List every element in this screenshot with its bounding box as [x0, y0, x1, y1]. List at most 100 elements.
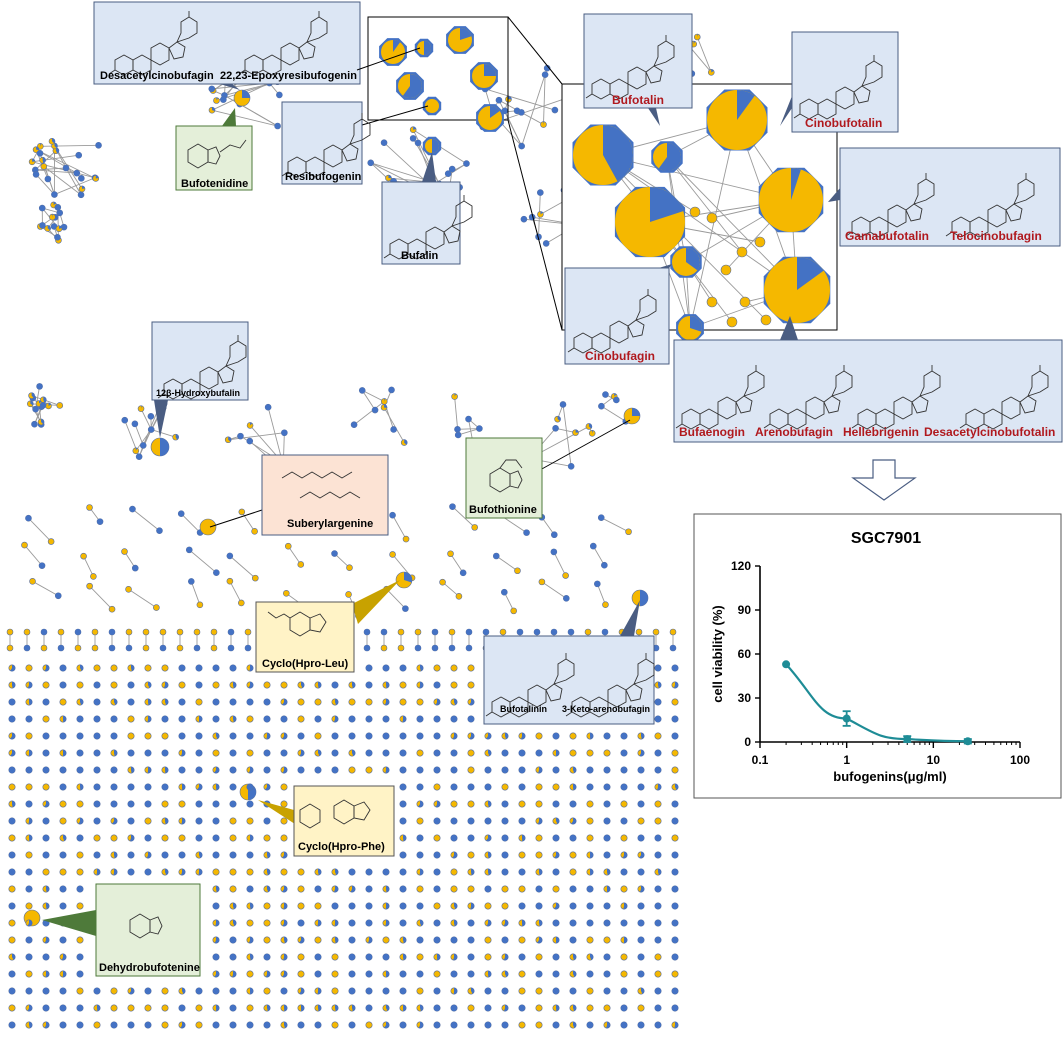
- network-node: [178, 783, 186, 791]
- network-node: [178, 1021, 186, 1029]
- network-node: [212, 902, 220, 910]
- network-node: [402, 605, 409, 612]
- network-node: [518, 936, 526, 944]
- network-node: [467, 698, 475, 706]
- network-node: [263, 715, 271, 723]
- network-node: [416, 936, 424, 944]
- network-node: [390, 426, 397, 433]
- singleton-node-grid: [6, 628, 679, 1029]
- network-node: [229, 987, 237, 995]
- network-node: [110, 749, 118, 757]
- network-node: [76, 902, 84, 910]
- network-node: [8, 783, 16, 791]
- network-node: [54, 592, 62, 600]
- network-node: [448, 165, 456, 173]
- network-node: [416, 851, 424, 859]
- network-node: [365, 953, 373, 961]
- network-node: [602, 391, 609, 398]
- network-node: [144, 868, 152, 876]
- network-node: [229, 698, 237, 706]
- network-node: [450, 715, 458, 723]
- network-node: [127, 783, 135, 791]
- network-node: [314, 885, 322, 893]
- network-node: [135, 453, 143, 460]
- network-node: [246, 885, 254, 893]
- label-desacetylcinobufagin: Desacetylcinobufagin: [100, 70, 214, 82]
- network-node: [518, 1004, 526, 1012]
- network-node: [40, 628, 48, 636]
- label-suberylargenine: Suberylargenine: [287, 518, 373, 530]
- network-node: [671, 953, 679, 961]
- network-node: [450, 868, 458, 876]
- network-node: [76, 851, 84, 859]
- network-node: [281, 429, 288, 437]
- label-keto-arenobufagin: 3-Keto-arenobufagin: [562, 704, 650, 714]
- network-node: [75, 151, 83, 159]
- network-node: [348, 1021, 356, 1029]
- network-node: [229, 885, 237, 893]
- network-node: [59, 1021, 67, 1029]
- network-node: [552, 987, 560, 995]
- network-node: [399, 834, 407, 842]
- network-node: [433, 851, 441, 859]
- network-node: [74, 628, 82, 636]
- network-node: [8, 732, 16, 740]
- network-node: [59, 681, 67, 689]
- network-node: [586, 834, 594, 842]
- network-node: [552, 868, 560, 876]
- node-hydroxybufalin: [150, 437, 170, 457]
- callout-gamabufotalin: Gamabufotalin Telocinobufagin: [828, 147, 1061, 247]
- network-node: [569, 749, 577, 757]
- network-node: [518, 987, 526, 995]
- network-node: [654, 715, 662, 723]
- network-node: [56, 209, 64, 217]
- network-node: [127, 681, 135, 689]
- network-node: [707, 69, 715, 76]
- network-node: [59, 698, 67, 706]
- network-node: [263, 868, 271, 876]
- network-node: [127, 817, 135, 825]
- network-node: [550, 548, 558, 556]
- network-node: [161, 987, 169, 995]
- callout-desacetylcinobufagin: Desacetylcinobufagin 22,23-Epoxyresibufo…: [93, 1, 361, 90]
- network-node: [110, 715, 118, 723]
- network-node: [552, 851, 560, 859]
- network-node: [208, 106, 216, 114]
- network-node: [161, 749, 169, 757]
- network-node: [501, 970, 509, 978]
- network-node: [365, 987, 373, 995]
- network-node: [42, 936, 50, 944]
- network-node: [569, 766, 577, 774]
- network-node: [416, 868, 424, 876]
- network-node: [8, 1004, 16, 1012]
- network-node: [552, 766, 560, 774]
- network-node: [42, 783, 50, 791]
- network-node: [297, 732, 305, 740]
- network-node: [450, 800, 458, 808]
- network-node: [409, 126, 417, 134]
- node-bufothionine: [623, 407, 641, 425]
- label-epoxyresibufogenin: 22,23-Epoxyresibufogenin: [220, 70, 357, 82]
- network-node: [193, 628, 201, 636]
- network-node: [416, 800, 424, 808]
- network-node: [540, 121, 547, 128]
- network-node: [246, 1021, 254, 1029]
- network-node: [93, 1021, 101, 1029]
- network-node: [535, 868, 543, 876]
- network-node: [450, 783, 458, 791]
- network-node: [6, 644, 14, 652]
- network-node: [399, 664, 407, 672]
- network-node: [25, 749, 33, 757]
- network-node: [535, 953, 543, 961]
- network-node: [195, 987, 203, 995]
- callout-bufothionine: Bufothionine: [465, 419, 631, 519]
- network-node: [229, 681, 237, 689]
- network-node: [652, 628, 660, 636]
- network-node: [229, 902, 237, 910]
- network-node: [246, 834, 254, 842]
- network-node: [42, 732, 50, 740]
- network-node: [450, 732, 458, 740]
- network-node: [467, 987, 475, 995]
- network-node: [693, 33, 701, 41]
- network-node: [484, 766, 492, 774]
